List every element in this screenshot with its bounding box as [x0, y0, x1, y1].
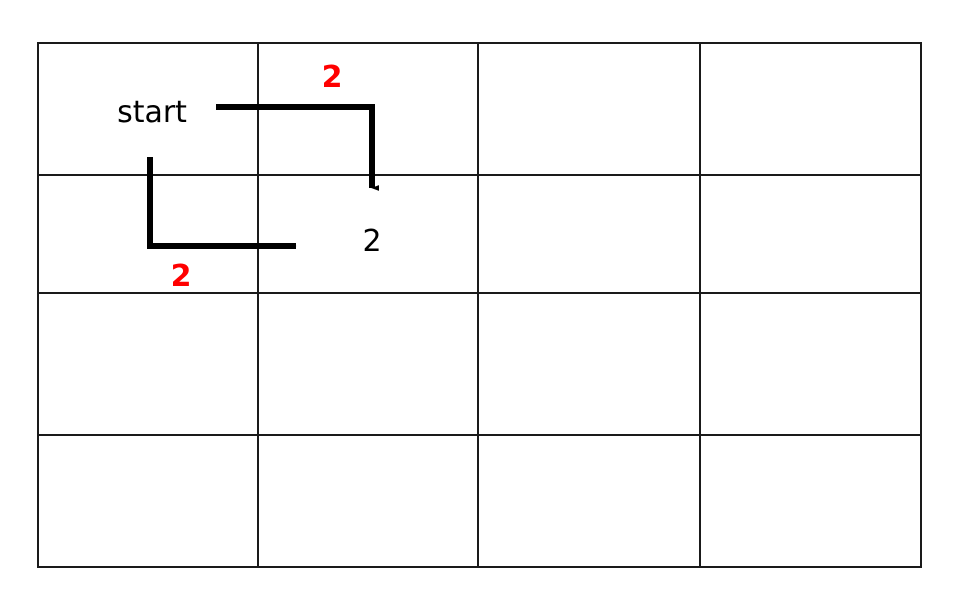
grid-lines	[37, 42, 922, 568]
cost-label-top: 2	[321, 60, 343, 95]
path-down-then-right	[147, 157, 297, 249]
cell-value-label: 2	[362, 224, 382, 259]
path-right-then-down	[216, 104, 380, 191]
cost-label-bottom: 2	[170, 259, 192, 294]
arrow-right-icon	[147, 157, 297, 249]
arrow-down-icon	[216, 104, 380, 191]
start-label: start	[117, 95, 187, 130]
